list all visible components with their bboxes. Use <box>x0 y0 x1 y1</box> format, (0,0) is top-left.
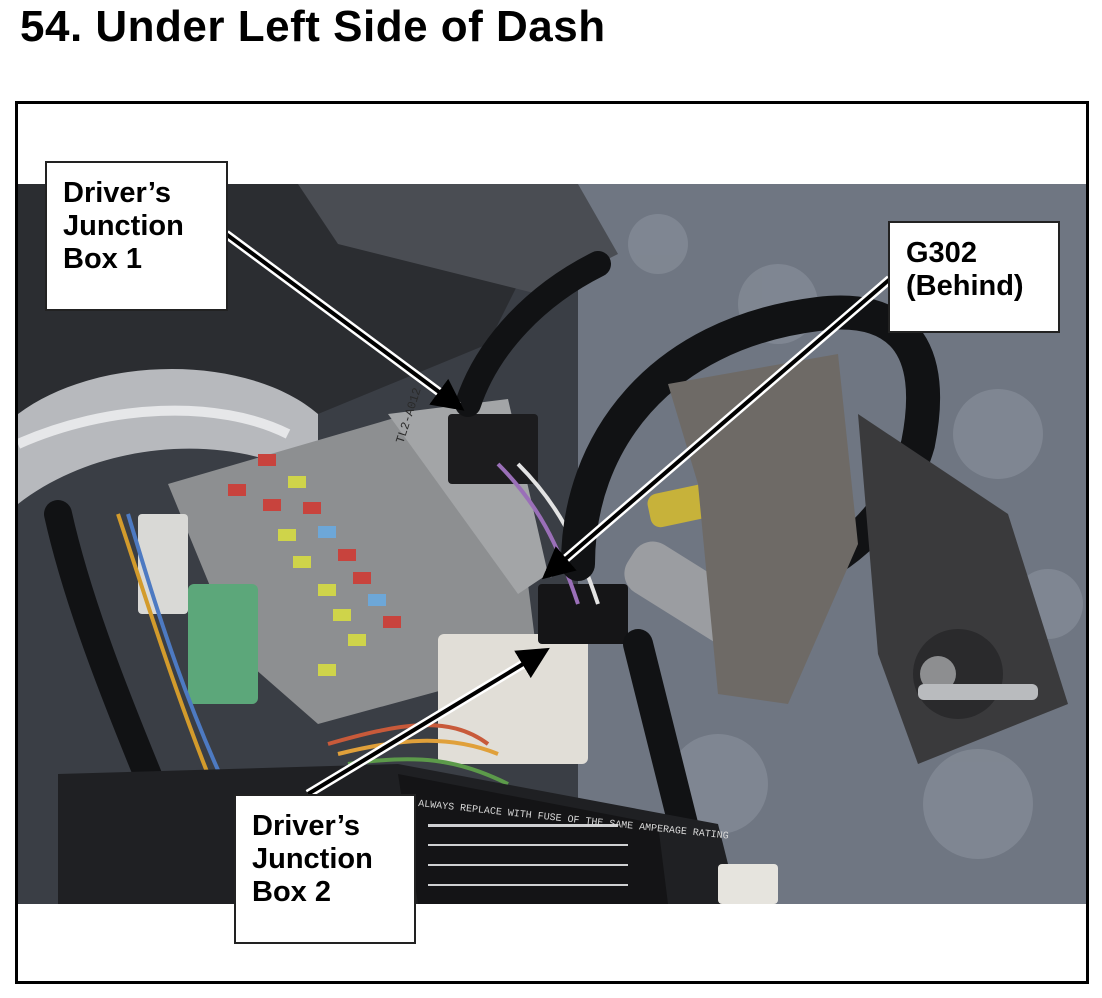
arrow-djb1 <box>223 230 465 411</box>
arrow-g302 <box>541 275 893 580</box>
figure-frame: ALWAYS REPLACE WITH FUSE OF THE SAME AMP… <box>15 101 1089 984</box>
callout-drivers-junction-box-2: Driver’s Junction Box 2 <box>234 794 416 944</box>
callout-arrows <box>223 230 893 798</box>
callout-drivers-junction-box-1: Driver’s Junction Box 1 <box>45 161 228 311</box>
page-title: 54. Under Left Side of Dash <box>20 2 606 51</box>
arrow-djb2 <box>305 647 550 798</box>
callout-g302-behind: G302 (Behind) <box>888 221 1060 333</box>
